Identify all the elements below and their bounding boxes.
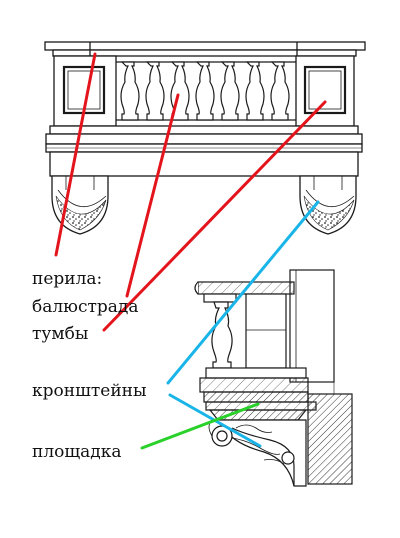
balcony-section [194,269,353,487]
label-platform: площадка [32,442,122,462]
baluster [220,61,240,121]
labels: перила: балюстрада тумбы кронштейны площ… [32,269,147,462]
baluster [120,61,140,121]
pedestal-left [53,55,117,127]
section-slab [199,367,317,421]
pedestal-right [295,55,355,127]
leader-lines [54,52,327,450]
section-bracket [208,419,307,487]
label-balustrade: балюстрада [32,297,139,317]
baluster [270,61,290,121]
section-baluster [211,293,287,369]
leader-balustrade [125,93,180,298]
leader-platform [140,402,260,450]
label-brackets: кронштейны [32,381,147,401]
balcony-elevation [44,41,366,235]
balcony-base [45,125,363,177]
console-left [51,175,109,235]
leader-railing [54,52,97,257]
balusters [116,61,296,121]
wall [289,269,353,485]
handrail [44,41,366,57]
baluster [145,61,165,121]
leader-bracket-top [166,200,320,385]
baluster [195,61,215,121]
label-pedestals: тумбы [32,324,88,344]
console-right [299,175,357,235]
baluster [245,61,265,121]
label-railing: перила: [32,269,102,289]
leader-pedestal [102,100,327,332]
